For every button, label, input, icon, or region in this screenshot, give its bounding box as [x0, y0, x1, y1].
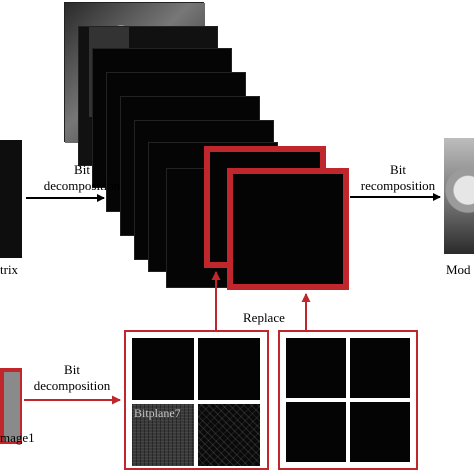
- left-matrix-image: [0, 140, 22, 258]
- bitplanes-grid-panel: Bitplane7: [124, 330, 269, 470]
- bit-decomposition-bottom-line1: Bit: [64, 362, 80, 377]
- bit-recomposition-line1: Bit: [390, 162, 406, 177]
- bit-recomposition-line2: recomposition: [360, 178, 436, 193]
- bitplane-cell-br: [198, 404, 260, 466]
- bit-decomposition-top-line2: decomposition: [43, 178, 121, 193]
- replace-label: Replace: [243, 310, 285, 325]
- bottom-left-image-label: mage1: [0, 430, 35, 445]
- bitplane7-label: Bitplane7: [134, 406, 181, 420]
- bitplane-cell-tl: [132, 338, 194, 400]
- replacement-cell-tr: [350, 338, 410, 398]
- bitplane-cell-bl: [132, 404, 194, 466]
- replacement-cell-br: [350, 402, 410, 462]
- replacement-cell-tl: [286, 338, 346, 398]
- modified-image: [444, 138, 474, 254]
- replaced-plane-front: [227, 168, 349, 290]
- bit-decomposition-bottom-line2: decomposition: [33, 378, 111, 393]
- bottom-left-image: [0, 368, 22, 444]
- modified-image-label: Mod: [446, 262, 471, 277]
- bit-decomposition-top-line1: Bit: [74, 162, 90, 177]
- replacement-cell-bl: [286, 402, 346, 462]
- bitplane-cell-tr: [198, 338, 260, 400]
- replacement-grid-panel: [278, 330, 418, 470]
- left-matrix-label: trix: [0, 262, 19, 277]
